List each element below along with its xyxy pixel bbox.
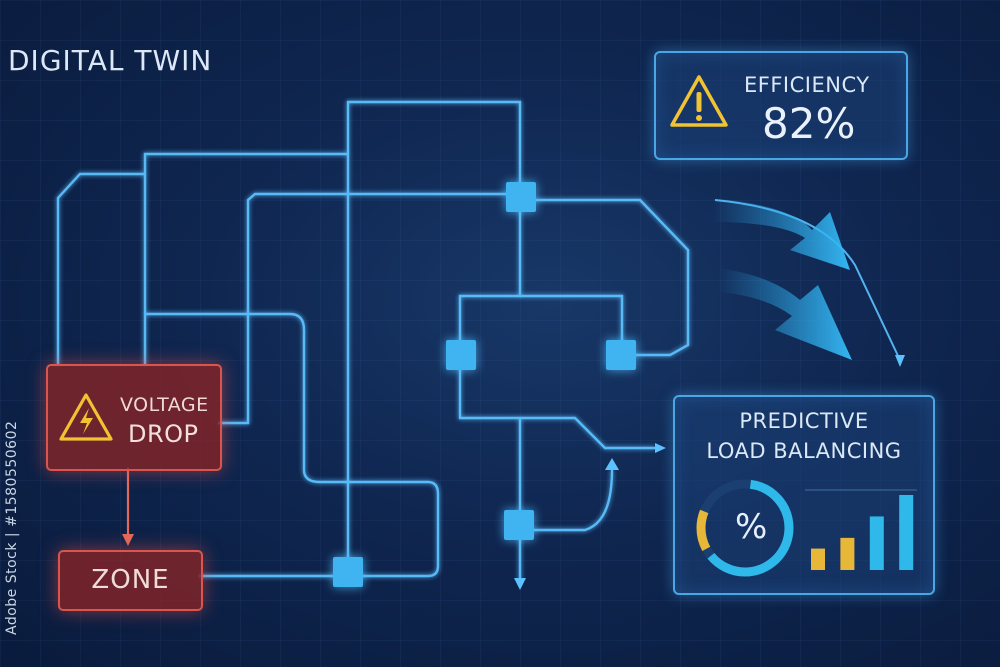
voltage-drop-alert: VOLTAGE DROP: [46, 364, 222, 471]
junction-node-top: [506, 182, 536, 212]
wire: [143, 152, 348, 366]
flow-arrow-band-2: [718, 268, 852, 360]
efficiency-label: EFFICIENCY: [744, 73, 870, 97]
gauge-percent-label: %: [735, 507, 768, 547]
load-bar-chart: [805, 489, 917, 570]
load-gauge: [696, 479, 794, 577]
wire: [145, 312, 440, 578]
gauge-arc-blue: [696, 479, 794, 577]
flow-arrow-band-1: [712, 198, 850, 270]
bar-1: [811, 548, 825, 570]
wire: [520, 469, 614, 532]
wire: [458, 200, 522, 410]
efficiency-value: 82%: [762, 99, 856, 148]
junction-node-right: [606, 340, 636, 370]
warning-icon: [670, 75, 728, 127]
gauge-arc-yellow: [696, 479, 794, 577]
wire: [520, 294, 624, 355]
junction-node-zone: [333, 557, 363, 587]
wire: [458, 410, 655, 450]
efficiency-panel: EFFICIENCY 82%: [654, 51, 908, 160]
predictive-title-line2: LOAD BALANCING: [706, 439, 902, 463]
bar-2: [840, 537, 855, 570]
wire-arrowheads: [514, 355, 905, 590]
junction-node-left: [446, 340, 476, 370]
alert-connector-arrowhead: [122, 534, 134, 546]
voltage-drop-line2: DROP: [128, 420, 199, 448]
predictive-title-line1: PREDICTIVE: [739, 409, 869, 433]
zone-alert: ZONE: [58, 550, 203, 611]
stock-watermark: Adobe Stock | #1580550602: [4, 420, 20, 635]
voltage-drop-line1: VOLTAGE: [120, 394, 209, 416]
bar-3: [869, 516, 884, 570]
wire: [56, 172, 145, 366]
wire: [520, 198, 690, 357]
bar-4: [899, 495, 914, 570]
zone-label: ZONE: [91, 565, 170, 595]
wire: [346, 100, 522, 576]
junction-node-bottom: [504, 510, 534, 540]
wire: [218, 192, 520, 425]
lightning-warning-icon: [59, 393, 113, 441]
page-title: DIGITAL TWIN: [8, 44, 213, 77]
